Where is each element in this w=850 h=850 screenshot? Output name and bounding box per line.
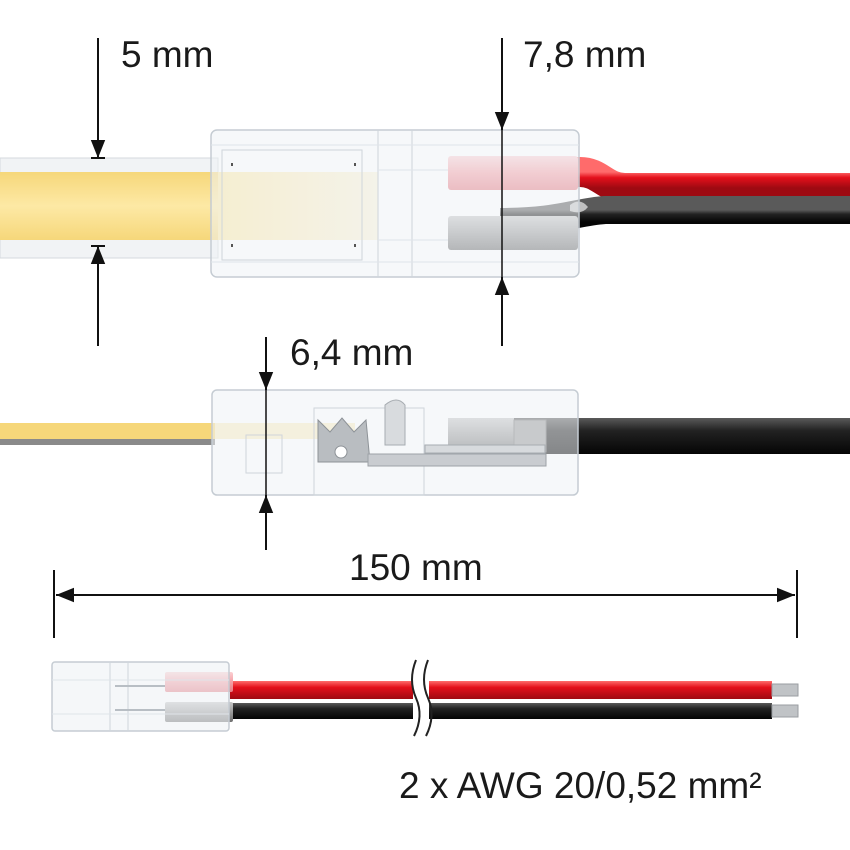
wire-spec-label: 2 x AWG 20/0,52 mm² <box>399 765 762 806</box>
connector-body-full <box>51 661 230 732</box>
connector-height-label: 6,4 mm <box>290 332 414 373</box>
total-length-label: 150 mm <box>349 547 483 588</box>
connector-width-label: 7,8 mm <box>523 34 647 75</box>
dimension-total-length <box>53 570 798 638</box>
side-view <box>0 337 850 550</box>
wires-full <box>165 672 799 722</box>
strip-width-label: 5 mm <box>121 34 214 75</box>
dimension-strip-width <box>90 38 106 346</box>
cable-break-mark <box>411 659 433 737</box>
connector-body-top <box>210 129 580 278</box>
full-cable-view <box>51 659 799 737</box>
connector-body-side <box>211 389 579 496</box>
top-view <box>0 38 850 346</box>
